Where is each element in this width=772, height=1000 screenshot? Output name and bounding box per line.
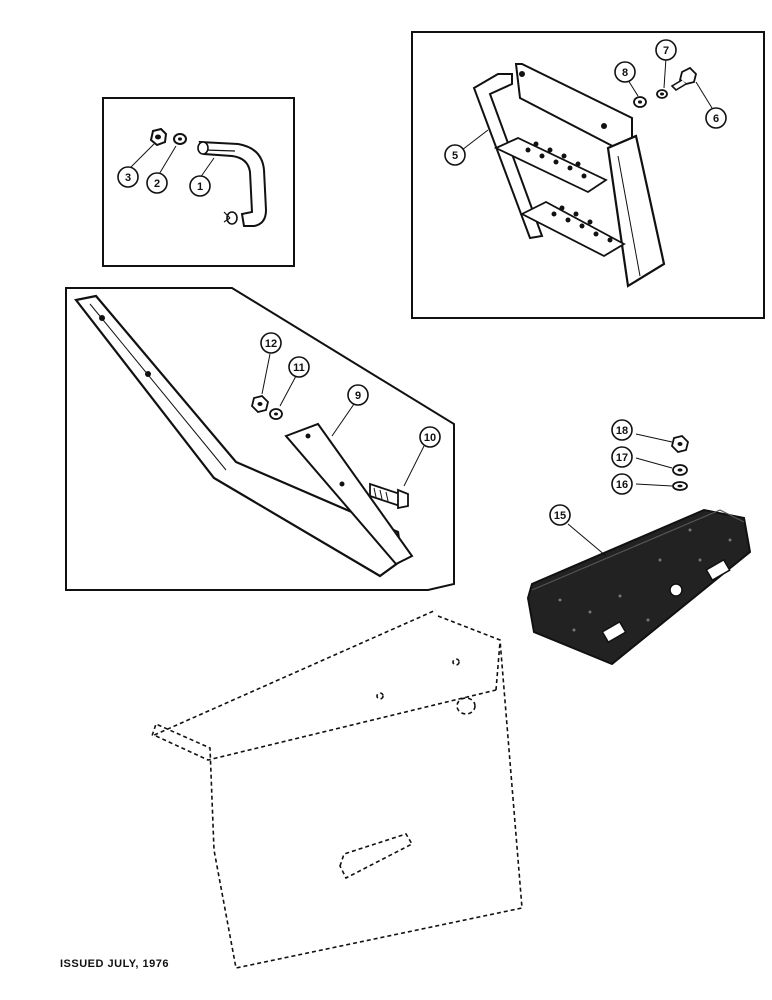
svg-text:1: 1 [197,181,203,193]
svg-text:11: 11 [293,362,305,374]
svg-text:16: 16 [616,479,628,491]
issued-date-footer: ISSUED JULY, 1976 [60,958,169,970]
callout-15: 15 [549,504,571,526]
svg-text:12: 12 [265,338,277,350]
callout-5: 5 [444,144,466,166]
handle-panel [102,97,295,267]
svg-text:7: 7 [663,45,669,57]
callout-11: 11 [288,356,310,378]
svg-text:9: 9 [355,390,361,402]
callout-7: 7 [655,39,677,61]
step-panel [411,31,765,319]
bolt-part [670,66,697,92]
mounting-panel-outline [150,609,523,969]
handle-panel-frame [102,97,295,267]
svg-text:5: 5 [452,150,458,162]
svg-text:8: 8 [622,67,628,79]
brace-panel [65,287,455,591]
toolbox-part [526,508,752,666]
svg-text:6: 6 [713,113,719,125]
callout-1: 1 [189,175,211,197]
callout-16: 16 [611,473,633,495]
callout-6: 6 [705,107,727,129]
svg-text:10: 10 [424,432,436,444]
callout-3: 3 [117,166,139,188]
callout-8: 8 [614,61,636,83]
handle-part [198,140,268,227]
callout-2: 2 [146,172,168,194]
callout-9: 9 [347,384,369,406]
callout-12: 12 [260,332,282,354]
svg-text:3: 3 [125,172,131,184]
callout-10: 10 [419,426,441,448]
toolbox-group [526,433,752,666]
callout-17: 17 [611,446,633,468]
callout-18: 18 [611,419,633,441]
svg-text:2: 2 [154,178,160,190]
svg-text:17: 17 [616,452,628,464]
step-panel-frame [411,31,765,319]
svg-text:18: 18 [616,425,628,437]
brace-panel-frame [65,287,455,591]
svg-text:15: 15 [554,510,566,522]
